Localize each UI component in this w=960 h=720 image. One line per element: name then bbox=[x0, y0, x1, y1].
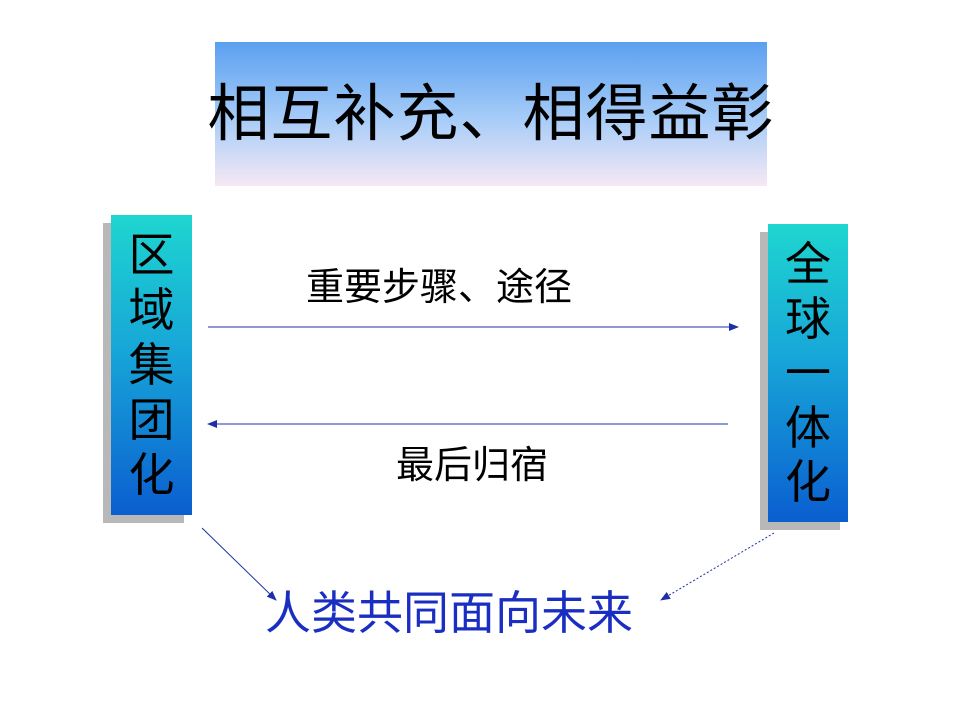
arrow-label-bottom: 最后归宿 bbox=[396, 443, 549, 487]
right-box-text: 全 球 一 体 化 bbox=[768, 224, 848, 522]
right-box-char: 全 bbox=[785, 237, 831, 291]
title-banner: 相互补充、相得益彰 bbox=[208, 42, 774, 186]
title-text: 相互补充、相得益彰 bbox=[207, 77, 775, 150]
arrow-diagonal-left bbox=[201, 527, 277, 601]
left-box-text: 区 域 集 团 化 bbox=[111, 215, 192, 515]
right-box-char: 化 bbox=[785, 455, 831, 509]
right-box-char: 体 bbox=[785, 400, 831, 455]
left-box-char: 集 bbox=[128, 338, 175, 392]
arrow-diagonal-right bbox=[660, 532, 775, 601]
left-box-char: 化 bbox=[128, 448, 175, 502]
left-box-char: 区 bbox=[128, 228, 175, 282]
left-box-char: 团 bbox=[128, 393, 175, 447]
right-box-char: 一 bbox=[785, 346, 831, 400]
arrow-label-top: 重要步骤、途径 bbox=[306, 265, 573, 309]
left-box-regional-grouping: 区 域 集 团 化 bbox=[111, 215, 192, 515]
bottom-text: 人类共同面向未来 bbox=[265, 586, 633, 640]
right-box-char: 球 bbox=[785, 291, 831, 346]
left-box-char: 域 bbox=[128, 283, 175, 337]
right-box-globalization: 全 球 一 体 化 bbox=[768, 224, 848, 522]
